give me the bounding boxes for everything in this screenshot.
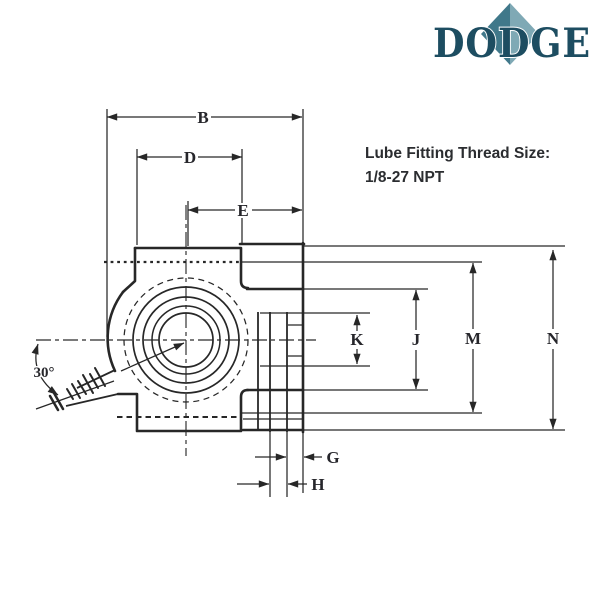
housing-left-arc xyxy=(106,290,125,373)
note-line-1: Lube Fitting Thread Size: xyxy=(365,145,550,162)
outer-race-circle xyxy=(142,296,230,384)
dim-label-g: G xyxy=(326,448,339,467)
side-view xyxy=(238,109,565,497)
shaft-bore-circle xyxy=(158,312,214,368)
housing-outline-top xyxy=(133,246,250,290)
angle-reference-line xyxy=(35,380,115,410)
logo-text: DODGE xyxy=(433,20,591,67)
angle-annotation: 30° xyxy=(31,343,115,410)
inner-race-circle xyxy=(151,305,221,375)
dimension-j: J xyxy=(410,289,423,390)
bearing-circles xyxy=(123,277,249,403)
dimension-d: D xyxy=(136,146,243,245)
dimension-m: M xyxy=(463,262,483,413)
dim-label-j: J xyxy=(412,330,421,349)
housing-outline-left xyxy=(121,246,137,294)
boss-edge-lower xyxy=(65,393,119,407)
angle-label: 30° xyxy=(34,365,55,381)
dim-label-k: K xyxy=(350,330,364,349)
dim-label-m: M xyxy=(465,329,481,348)
centerlines xyxy=(36,205,316,456)
dimension-e: E xyxy=(187,199,303,246)
logo-diamond-left-facet xyxy=(481,3,510,65)
dodge-logo: DODGE xyxy=(432,3,591,68)
hidden-diameter-circle xyxy=(123,277,249,403)
dim-label-h: H xyxy=(311,475,324,494)
logo-diamond-icon xyxy=(481,3,539,65)
housing-outline-bottom xyxy=(116,388,250,433)
dim-label-e: E xyxy=(237,201,248,220)
dimension-k: K xyxy=(348,314,366,365)
grease-fitting xyxy=(48,367,119,412)
dim-label-n: N xyxy=(547,329,560,348)
boss-edge-upper xyxy=(76,369,116,389)
dim-label-b: B xyxy=(197,108,208,127)
logo-diamond-right-facet xyxy=(510,3,539,65)
angle-arc-arrow xyxy=(31,343,59,396)
housing-bore-circle xyxy=(132,286,240,394)
lube-fitting-note: Lube Fitting Thread Size: 1/8-27 NPT xyxy=(365,145,550,186)
dimension-g: G xyxy=(255,446,342,469)
note-line-2: 1/8-27 NPT xyxy=(365,169,445,186)
lube-leader-arrow xyxy=(120,342,185,372)
dimension-b: B xyxy=(106,106,303,337)
dim-label-d: D xyxy=(184,148,196,167)
dimension-n: N xyxy=(545,249,562,430)
dimension-h: H xyxy=(237,473,327,496)
